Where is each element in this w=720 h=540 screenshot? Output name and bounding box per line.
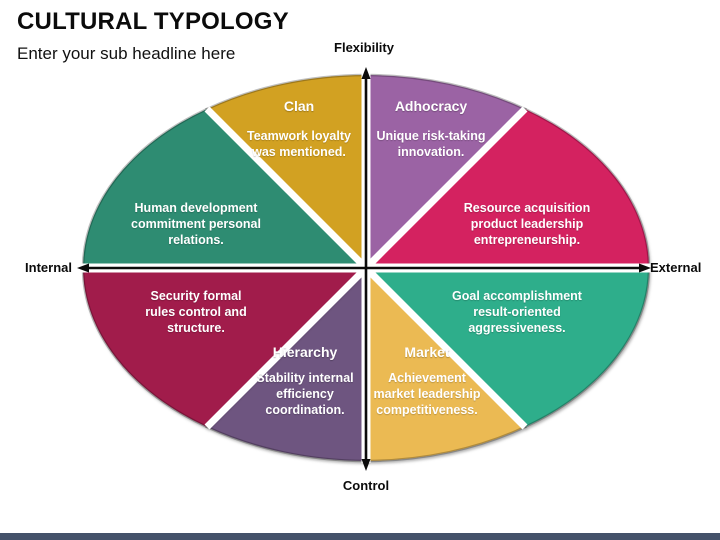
segment-clan-title: Clan <box>283 98 315 114</box>
segment-security-shape <box>81 266 370 429</box>
segment-adhocracy-title: Adhocracy <box>394 98 468 114</box>
segment-goal-accomplishment-text: Goal accomplishment result-oriented aggr… <box>452 289 582 335</box>
axis-label-control: Control <box>342 478 390 493</box>
arrow-up-icon <box>361 67 371 79</box>
axis-label-flexibility: Flexibility <box>334 40 394 55</box>
axis-label-internal: Internal <box>25 260 72 275</box>
footer-bar <box>0 533 720 540</box>
segment-adhocracy-shape <box>364 73 528 272</box>
segments-group <box>81 73 651 463</box>
segment-hierarchy-text: Stability internal efficiency coordinati… <box>256 371 354 417</box>
segment-hierarchy-title: Hierarchy <box>272 344 338 360</box>
segment-human-development-shape <box>81 107 370 270</box>
segment-market-shape <box>364 264 528 463</box>
page-title: CULTURAL TYPOLOGY <box>17 8 289 35</box>
arrow-left-icon <box>77 263 89 273</box>
segment-market-title: Market <box>404 344 450 360</box>
segment-clan-text: Teamwork loyalty was mentioned. <box>247 129 351 159</box>
segment-market-text: Achievement market leadership competitiv… <box>373 371 481 417</box>
arrow-right-icon <box>639 263 651 273</box>
segment-resource-acquisition-shape <box>362 107 651 270</box>
segment-adhocracy-text: Unique risk-taking innovation. <box>376 129 486 159</box>
segment-human-development-text: Human development commitment personal re… <box>131 201 261 247</box>
segment-security-text: Security formal rules control and struct… <box>145 289 247 335</box>
axes-group <box>77 67 651 471</box>
axis-label-external: External <box>650 260 702 275</box>
segment-goal-accomplishment-shape <box>362 266 651 429</box>
segment-resource-acquisition-text: Resource acquisition product leadership … <box>463 201 591 247</box>
segment-hierarchy-shape <box>204 264 368 463</box>
arrow-down-icon <box>361 459 371 471</box>
segment-clan-shape <box>204 73 368 272</box>
page-subtitle: Enter your sub headline here <box>17 44 236 63</box>
